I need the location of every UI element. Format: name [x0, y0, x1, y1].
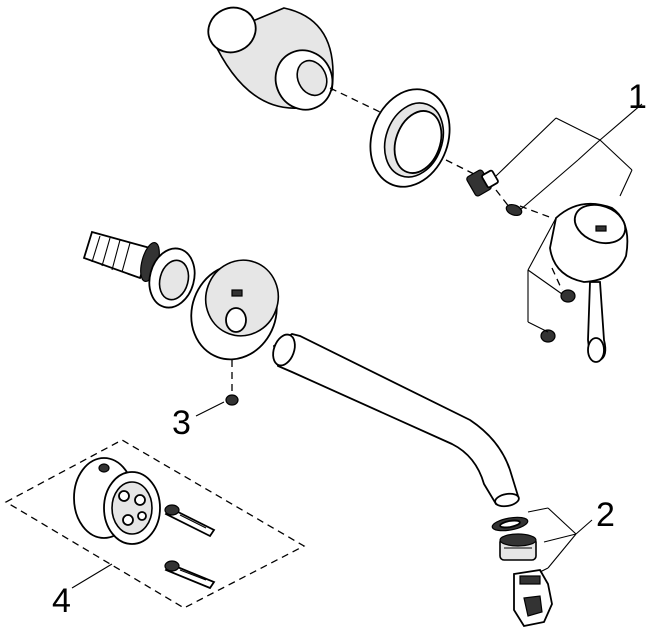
mounting-screw-lower — [164, 560, 216, 590]
callout-3: 3 — [172, 404, 191, 442]
callout-4-leader — [71, 563, 113, 589]
mounting-screw-upper — [164, 504, 216, 538]
aerator-insert — [499, 533, 537, 561]
stem-adapter — [466, 169, 499, 197]
aerator-washer — [491, 516, 529, 532]
callout-1: 1 — [628, 78, 647, 116]
wall-plate — [190, 259, 280, 361]
callout-3-leader — [195, 401, 225, 417]
lever-handle — [549, 202, 629, 363]
aerator-key — [513, 569, 553, 628]
callout-2-leaders — [527, 507, 593, 573]
callout-1-leaders — [495, 103, 643, 333]
plate-screw — [225, 394, 239, 406]
small-screw — [505, 203, 523, 217]
set-screw-bottom — [540, 329, 556, 343]
callout-2: 2 — [596, 496, 615, 534]
callout-4: 4 — [52, 582, 71, 620]
set-screw-top — [560, 289, 576, 303]
mounting-kit-box — [4, 439, 306, 609]
spout — [272, 333, 520, 508]
sleeve-cylinder — [207, 6, 334, 111]
mounting-flange — [73, 457, 161, 545]
rosette-ring — [369, 88, 451, 188]
hose-connector — [82, 230, 196, 309]
